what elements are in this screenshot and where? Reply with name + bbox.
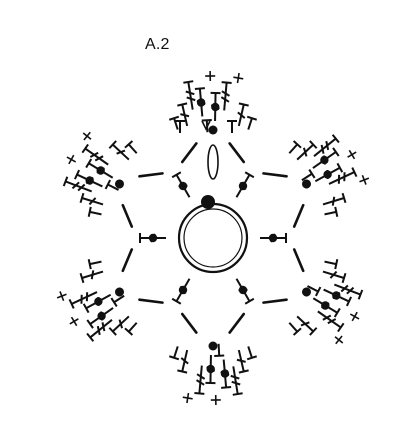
petal-3-stitch-3 [182, 392, 193, 404]
petal-1-stitch-4 [322, 192, 347, 206]
petal-3-stitch-8 [86, 319, 113, 342]
petal-3-stitch-9 [86, 307, 114, 329]
petal-2-stitch-10 [210, 394, 221, 406]
petal-0-stitch-10 [347, 149, 357, 160]
petal-0-stitch-9 [312, 147, 340, 169]
petal-1-stitch-1 [314, 162, 344, 183]
inner-spoke-dc-1 [260, 233, 287, 243]
top-chain-mark-0 [175, 120, 185, 133]
petal-4-stitch-5 [87, 259, 102, 270]
petal-0-stitch-4 [237, 102, 249, 127]
petal-4-stitch-8 [62, 176, 93, 193]
petal-4-stitch-6 [87, 206, 102, 217]
petal-1-stitch-6 [324, 259, 339, 270]
petal-0-stitch-6 [288, 140, 302, 154]
chain-arc-1 [262, 172, 305, 228]
petal-1-stitch-3 [359, 174, 370, 185]
petal-joint-dot-0 [208, 125, 218, 135]
petal-0-stitch-5 [246, 115, 258, 130]
chain-arc-4 [121, 248, 164, 304]
petal-2-stitch-0 [306, 285, 322, 297]
petal-2-stitch-2 [317, 310, 345, 333]
petal-5-stitch-6 [168, 115, 180, 130]
petal-3-stitch-1 [205, 354, 216, 385]
petal-0-stitch-2 [220, 81, 232, 111]
chain-loop [207, 144, 219, 180]
petal-4-stitch-7 [79, 192, 104, 206]
petal-4-stitch-9 [73, 169, 103, 188]
petal-5-stitch-7 [177, 102, 190, 127]
petal-4-stitch-0 [110, 294, 125, 308]
petal-4-stitch-10 [66, 154, 77, 165]
petal-1-stitch-10 [349, 311, 360, 322]
top-chain-mark-1 [201, 120, 211, 131]
petal-2-stitch-1 [312, 297, 341, 318]
petal-2-stitch-6 [246, 346, 258, 361]
petal-0-stitch-7 [296, 140, 318, 161]
petal-5-stitch-9 [194, 87, 206, 117]
petal-3-stitch-10 [69, 316, 79, 327]
top-chain-mark-2 [227, 120, 237, 133]
ring-join-slip-stitch [201, 195, 215, 209]
petal-5-stitch-8 [183, 80, 196, 110]
inner-spoke-dc-3 [171, 278, 191, 305]
petal-3-stitch-2 [194, 365, 206, 395]
inner-spoke-dc-0 [235, 171, 255, 198]
petal-3-stitch-4 [177, 349, 189, 374]
petal-2-stitch-9 [220, 359, 232, 389]
chain-arc-2 [262, 248, 305, 304]
petal-5-stitch-4 [108, 140, 130, 161]
petal-5-stitch-5 [124, 140, 138, 154]
petal-2-stitch-8 [230, 366, 243, 396]
petal-joint-dot-2 [302, 287, 311, 297]
petal-5-stitch-3 [82, 131, 92, 141]
petal-joint-dot-4 [115, 287, 124, 297]
chain-arc-3 [180, 312, 246, 334]
petal-joint-dot-3 [208, 341, 218, 351]
petal-5-stitch-10 [205, 70, 216, 82]
petal-1-stitch-8 [333, 283, 364, 300]
petal-0-stitch-8 [313, 134, 340, 157]
petal-3-stitch-0 [214, 343, 225, 358]
inner-spoke-dc-2 [235, 278, 255, 305]
petal-2-stitch-5 [288, 322, 302, 336]
petal-2-stitch-3 [334, 335, 344, 345]
petal-4-stitch-4 [79, 270, 104, 284]
petal-5-stitch-0 [104, 179, 120, 191]
petal-0-stitch-3 [233, 72, 244, 84]
inner-spoke-dc-5 [171, 171, 191, 198]
chart-title: A.2 [145, 36, 170, 53]
petal-3-stitch-5 [168, 346, 180, 361]
petal-joint-dot-5 [115, 179, 124, 189]
petal-2-stitch-7 [236, 349, 249, 374]
petal-3-stitch-6 [124, 322, 138, 336]
stitch-symbols [56, 70, 370, 406]
magic-ring-symbol [177, 202, 249, 274]
petal-4-stitch-1 [82, 293, 112, 314]
chain-arc-0 [180, 142, 246, 164]
petal-4-stitch-2 [68, 291, 98, 309]
petal-5-stitch-2 [81, 143, 109, 166]
petal-5-stitch-1 [85, 158, 114, 179]
petal-joint-dot-1 [302, 179, 311, 189]
inner-spoke-dc-4 [139, 233, 166, 243]
petal-1-stitch-7 [322, 270, 347, 284]
petal-2-stitch-4 [296, 315, 318, 336]
petal-3-stitch-7 [108, 315, 130, 336]
petal-1-stitch-2 [328, 167, 358, 185]
chain-arc-5 [121, 172, 164, 228]
petal-1-stitch-5 [324, 206, 339, 217]
petal-1-stitch-0 [301, 168, 316, 182]
petal-1-stitch-9 [323, 288, 353, 307]
petal-0-stitch-1 [210, 91, 221, 122]
petal-4-stitch-3 [56, 291, 67, 302]
